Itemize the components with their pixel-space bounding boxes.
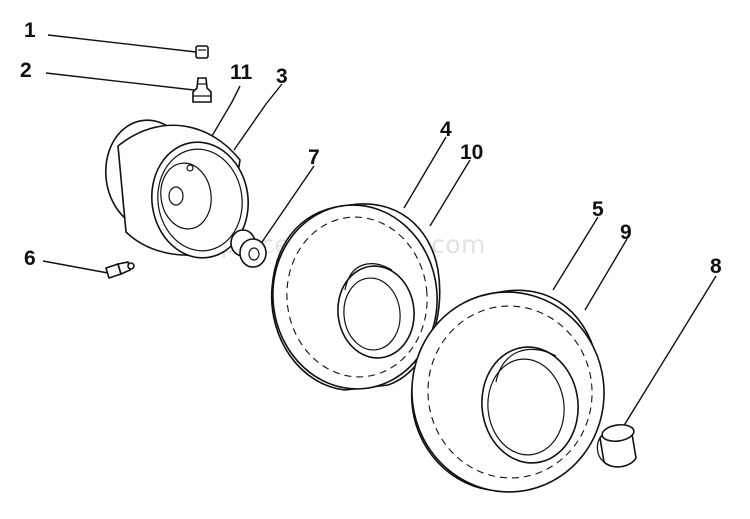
leader-9 bbox=[584, 238, 628, 311]
callout-2: 2 bbox=[20, 59, 32, 82]
valve-stem-part bbox=[192, 77, 212, 103]
callout-7: 7 bbox=[308, 146, 320, 169]
leader-3 bbox=[233, 83, 283, 151]
leader-2 bbox=[45, 72, 195, 91]
callout-5: 5 bbox=[592, 198, 604, 221]
leader-1 bbox=[47, 34, 197, 53]
callout-3: 3 bbox=[276, 65, 288, 88]
callout-6: 6 bbox=[24, 247, 36, 270]
leader-8 bbox=[619, 275, 717, 433]
callout-4: 4 bbox=[440, 118, 452, 141]
leader-lines bbox=[42, 34, 717, 433]
rim-part bbox=[104, 119, 250, 259]
leader-7 bbox=[261, 165, 315, 243]
leader-5 bbox=[552, 216, 599, 291]
leader-6 bbox=[42, 260, 109, 274]
callout-1: 1 bbox=[24, 19, 36, 42]
tire-rear-part bbox=[410, 289, 605, 493]
leader-4 bbox=[403, 136, 447, 209]
tire-front-part bbox=[270, 203, 441, 391]
callout-11: 11 bbox=[230, 61, 253, 84]
valve-cap-part bbox=[195, 45, 209, 59]
callout-10: 10 bbox=[460, 141, 484, 164]
washer-part bbox=[230, 229, 267, 268]
leader-10 bbox=[429, 159, 471, 227]
callout-8: 8 bbox=[710, 255, 722, 278]
grease-fitting-part bbox=[105, 261, 135, 280]
callout-9: 9 bbox=[620, 221, 632, 244]
bushing-part bbox=[596, 423, 637, 468]
